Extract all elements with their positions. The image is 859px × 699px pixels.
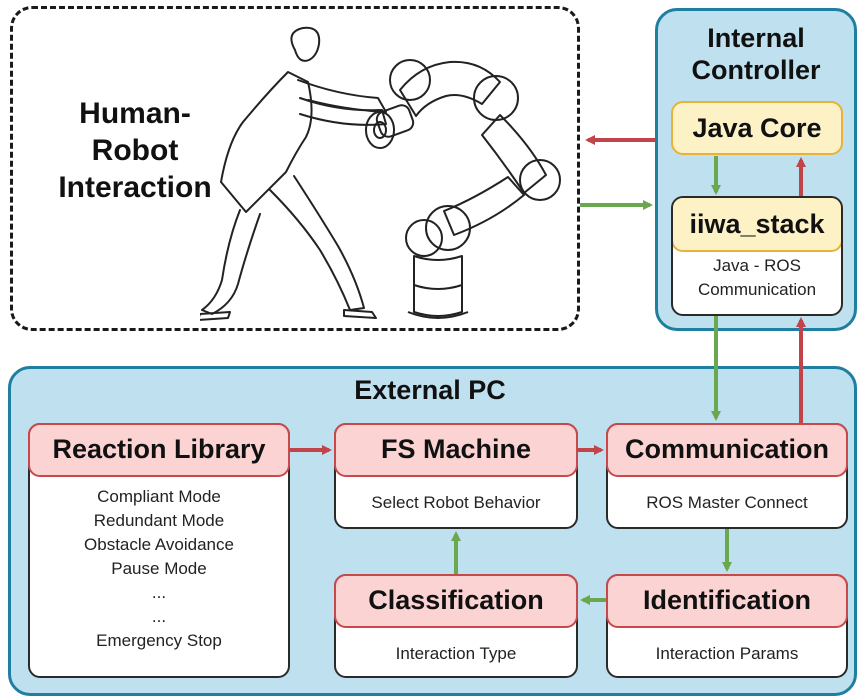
iiwa-sub-line-1: Java - ROS xyxy=(713,256,801,275)
human-pushing-robot-illustration xyxy=(200,26,561,321)
human-leg-front xyxy=(201,209,261,315)
robot-end-effector xyxy=(375,104,415,138)
human-head xyxy=(290,26,321,62)
human-torso xyxy=(220,71,313,213)
robot-link-upper xyxy=(399,60,501,117)
reaction-item: ... xyxy=(151,583,167,602)
fs-machine-subtitle: Select Robot Behavior xyxy=(371,493,541,512)
hri-title-line-1: Human- xyxy=(79,97,191,130)
communication-subtitle: ROS Master Connect xyxy=(646,493,808,512)
ic-title-line-2: Controller xyxy=(691,55,821,85)
hri-title-line-3: Interaction xyxy=(58,171,212,204)
fs-machine-node: FS Machine Select Robot Behavior xyxy=(334,423,578,529)
classification-title: Classification xyxy=(334,574,578,628)
robot-base xyxy=(413,255,463,317)
classification-node: Classification Interaction Type xyxy=(334,574,578,678)
external-pc-title: External PC xyxy=(354,375,506,405)
reaction-library-title: Reaction Library xyxy=(28,423,290,477)
identification-subtitle: Interaction Params xyxy=(655,644,799,663)
communication-title: Communication xyxy=(606,423,848,477)
java-core-box: Java Core xyxy=(671,101,843,155)
reaction-library-node: Reaction Library Compliant Mode Redundan… xyxy=(28,423,290,678)
iiwa-stack-box: iiwa_stack Java - ROS Communication xyxy=(671,196,843,316)
reaction-item: Obstacle Avoidance xyxy=(84,535,234,554)
human-robot-interaction-panel xyxy=(10,6,580,331)
classification-subtitle: Interaction Type xyxy=(395,644,517,663)
iiwa-stack-title: iiwa_stack xyxy=(673,198,841,252)
reaction-item: ... xyxy=(151,607,167,626)
identification-title: Identification xyxy=(606,574,848,628)
human-arms xyxy=(297,79,387,126)
reaction-item: Compliant Mode xyxy=(97,487,221,506)
identification-node: Identification Interaction Params xyxy=(606,574,848,678)
robot-link-lower xyxy=(443,176,525,236)
reaction-item: Redundant Mode xyxy=(93,511,225,530)
hri-title-line-2: Robot xyxy=(91,134,179,167)
internal-controller-title: Internal Controller xyxy=(655,22,857,86)
communication-node: Communication ROS Master Connect xyxy=(606,423,848,529)
fs-machine-title: FS Machine xyxy=(334,423,578,477)
human-leg-back xyxy=(269,175,365,311)
hri-title: Human- Robot Interaction xyxy=(40,95,230,206)
iiwa-stack-subtitle: Java - ROS Communication xyxy=(673,254,841,302)
iiwa-sub-line-2: Communication xyxy=(697,280,817,299)
reaction-library-list: Compliant Mode Redundant Mode Obstacle A… xyxy=(30,485,288,653)
reaction-item: Emergency Stop xyxy=(96,631,222,650)
ic-title-line-1: Internal xyxy=(707,23,805,53)
reaction-item: Pause Mode xyxy=(111,559,207,578)
